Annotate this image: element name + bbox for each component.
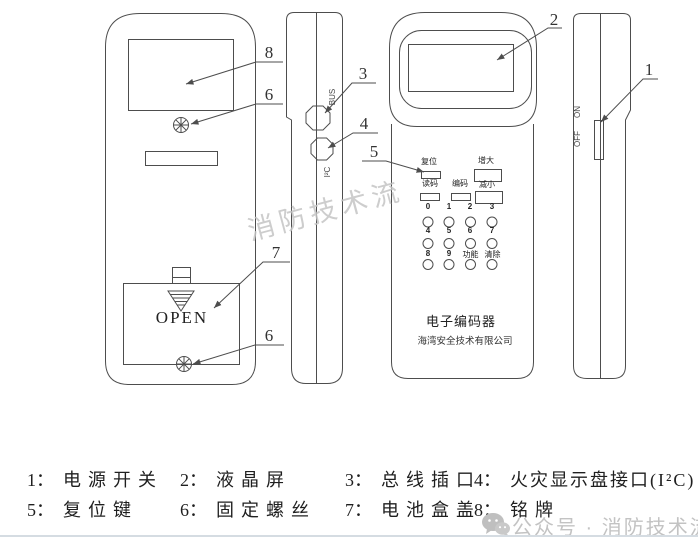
legend-label: 复位键 <box>63 500 138 520</box>
digit-8-label: 8 <box>425 249 431 258</box>
bus-port-label: BUS <box>328 88 337 106</box>
digit-3-label: 3 <box>489 202 495 211</box>
legend-item-4: 4： 火灾显示盘接口(I²C) <box>474 470 695 490</box>
keypad-view-outline <box>389 12 537 379</box>
screw-icon <box>173 117 189 133</box>
battery-cover-open-label: OPEN <box>155 308 209 327</box>
bottom-divider <box>0 535 698 537</box>
nameplate-rect <box>128 39 234 111</box>
legend-label: 火灾显示盘接口(I²C) <box>510 470 696 490</box>
callout-2: 2 <box>549 10 559 29</box>
wechat-account-label: 公众号 · 消防技术流 <box>512 517 698 539</box>
open-arrow-triangle <box>167 290 195 312</box>
keypad-buttons <box>420 169 503 270</box>
legend-item-1: 1： 电源开关 <box>27 470 163 490</box>
legend-label: 总线插口 <box>381 470 481 490</box>
callout-1: 1 <box>644 60 654 79</box>
label-slot-rect <box>145 151 218 166</box>
legend-label: 铭牌 <box>510 500 560 520</box>
i2c-port-label: I²C <box>323 166 332 178</box>
legend-num: 7： <box>345 500 372 520</box>
callout-8: 8 <box>264 43 274 62</box>
legend-label: 液晶屏 <box>216 470 291 490</box>
legend-label: 固定螺丝 <box>216 500 316 520</box>
reset-key-label: 复位 <box>421 157 437 166</box>
legend-num: 6： <box>180 500 207 520</box>
legend-label: 电池盒盖 <box>381 500 481 520</box>
callout-5: 5 <box>369 142 379 161</box>
legend-num: 2： <box>180 470 207 490</box>
legend-label: 电源开关 <box>63 470 163 490</box>
legend-item-5: 5： 复位键 <box>27 500 138 520</box>
front-view-outline <box>105 13 256 385</box>
legend-item-7: 7： 电池盒盖 <box>345 500 481 520</box>
callout-6: 6 <box>264 326 274 345</box>
device-title: 电子编码器 <box>425 314 496 329</box>
switch-off-label: OFF <box>573 131 582 147</box>
legend-num: 1： <box>27 470 54 490</box>
digit-4-label: 4 <box>425 226 431 235</box>
legend-item-6: 6： 固定螺丝 <box>180 500 316 520</box>
callout-7: 7 <box>271 243 281 262</box>
callout-4: 4 <box>359 114 369 133</box>
digit-6-label: 6 <box>467 226 473 235</box>
function-key-label: 功能 <box>462 250 479 259</box>
legend-num: 3： <box>345 470 372 490</box>
legend-num: 4： <box>474 470 501 490</box>
digit-5-label: 5 <box>446 226 452 235</box>
digit-2-label: 2 <box>467 202 473 211</box>
digit-7-label: 7 <box>489 226 495 235</box>
callout-3: 3 <box>358 64 368 83</box>
wechat-icon <box>482 513 510 537</box>
callout-leaders <box>185 27 658 365</box>
digit-0-label: 0 <box>425 202 431 211</box>
digit-1-label: 1 <box>446 202 452 211</box>
company-name: 海湾安全技术有限公司 <box>417 336 513 347</box>
increase-key-label: 增大 <box>478 156 494 165</box>
read-key-label: 读码 <box>422 179 438 188</box>
screw-icon <box>176 356 192 372</box>
callout-6: 6 <box>264 85 274 104</box>
legend-num: 5： <box>27 500 54 520</box>
clear-key-label: 清除 <box>484 250 501 259</box>
side-view-right-outline <box>573 13 631 379</box>
switch-on-label: ON <box>573 106 582 118</box>
digit-9-label: 9 <box>446 249 452 258</box>
power-switch-rect <box>594 120 604 160</box>
legend-item-3: 3： 总线插口 <box>345 470 481 490</box>
encode-key-label: 编码 <box>452 179 468 188</box>
legend-item-2: 2： 液晶屏 <box>180 470 291 490</box>
decrease-key-label: 减小 <box>479 180 495 189</box>
side-view-left-outline <box>286 12 343 384</box>
